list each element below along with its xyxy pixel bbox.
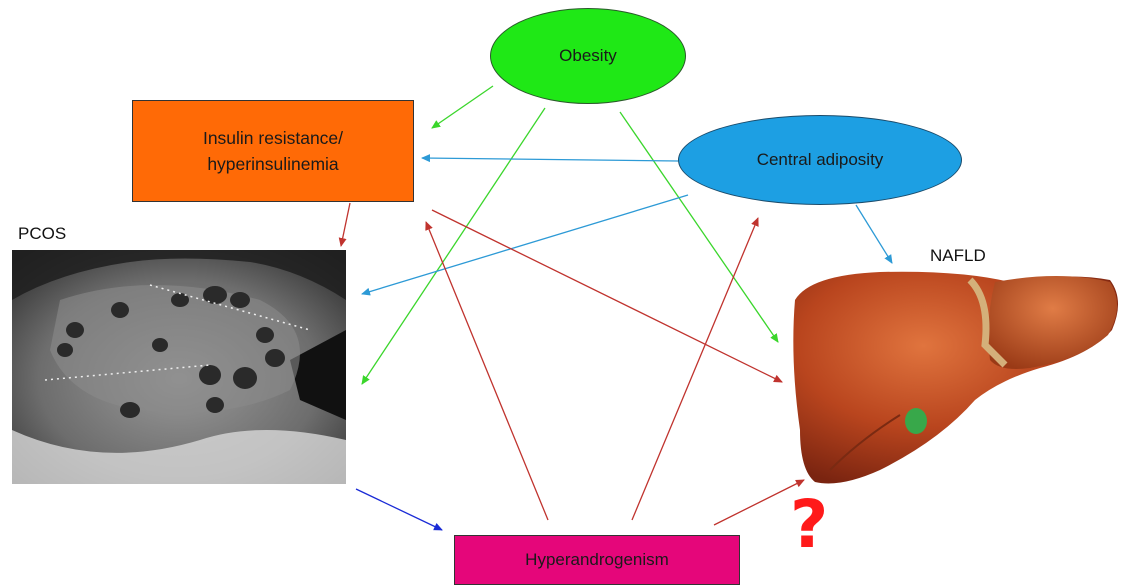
arrow-central-nafld	[856, 205, 892, 263]
hyperandrogenism-node: Hyperandrogenism	[454, 535, 740, 585]
arrow-central-insulin	[422, 158, 678, 161]
arrow-central-pcos	[362, 195, 688, 294]
question-mark: ?	[790, 492, 828, 558]
central-adiposity-node: Central adiposity	[678, 115, 962, 205]
hyperandrogenism-label: Hyperandrogenism	[525, 547, 669, 573]
pcos-ultrasound-image	[12, 250, 346, 484]
nafld-label: NAFLD	[930, 246, 986, 266]
arrow-hyperandrogenism-insulin	[426, 222, 548, 520]
liver-illustration	[793, 272, 1118, 484]
obesity-node: Obesity	[490, 8, 686, 104]
arrow-pcos-hyperandrogenism	[356, 489, 442, 530]
arrow-obesity-insulin	[432, 86, 493, 128]
arrow-hyperandrogenism-central	[632, 218, 758, 520]
obesity-label: Obesity	[559, 43, 617, 69]
insulin-label-line1: Insulin resistance/	[203, 125, 343, 151]
arrow-insulin-pcos	[341, 203, 350, 246]
insulin-resistance-node: Insulin resistance/ hyperinsulinemia	[132, 100, 414, 202]
central-adiposity-label: Central adiposity	[757, 147, 884, 173]
arrow-insulin-nafld	[432, 210, 782, 382]
pcos-label: PCOS	[18, 224, 66, 244]
insulin-label-line2: hyperinsulinemia	[203, 151, 343, 177]
